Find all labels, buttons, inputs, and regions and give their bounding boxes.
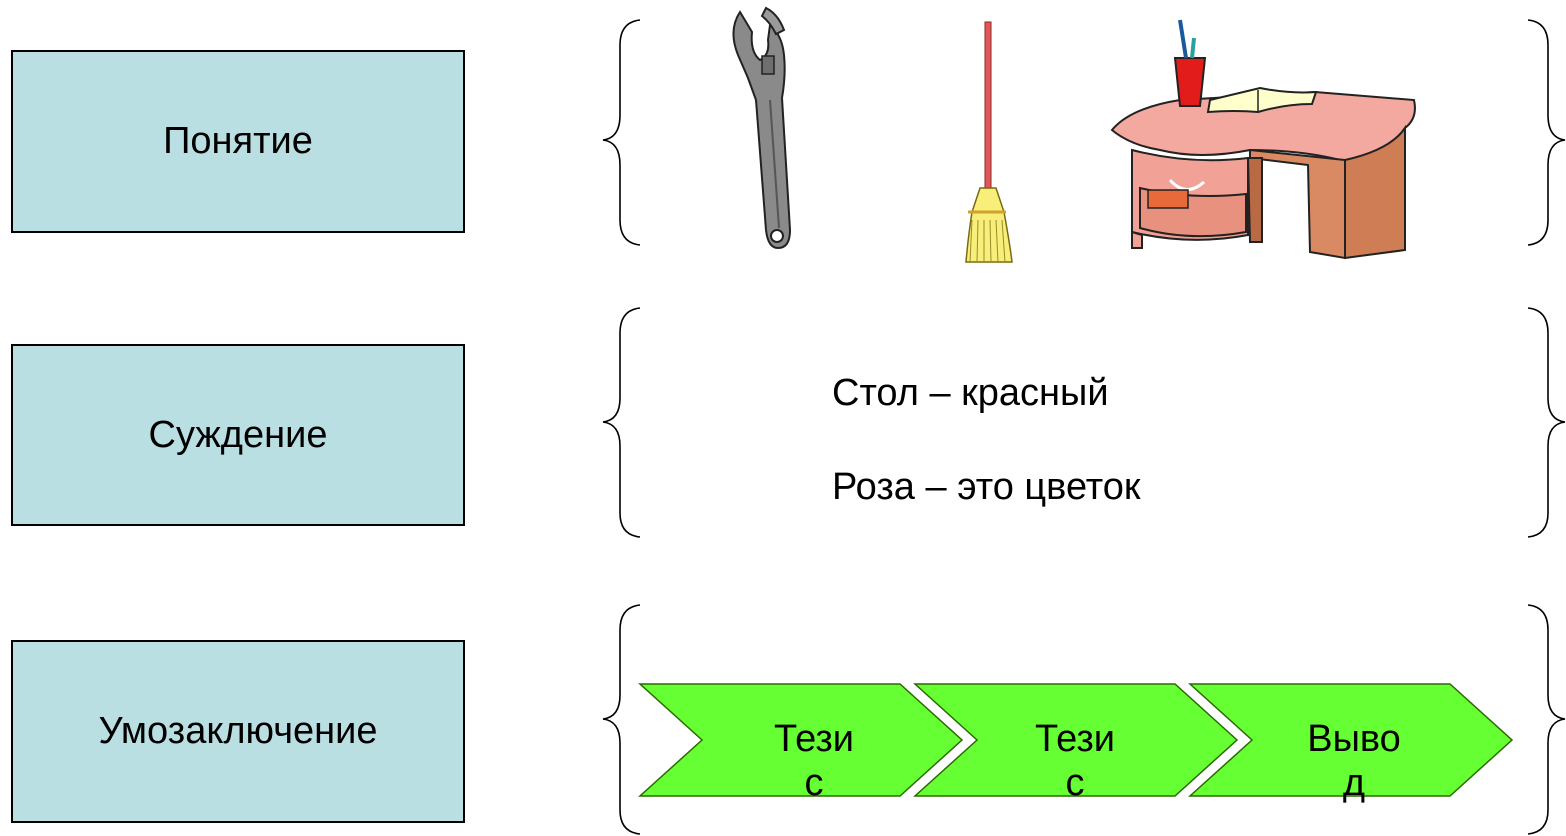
concept-label-judgement: Суждение <box>148 413 328 456</box>
right-brace-3 <box>1527 604 1566 835</box>
concept-box-notion: Понятие <box>11 50 465 233</box>
desk-icon <box>1110 19 1416 260</box>
concept-box-inference: Умозаключение <box>11 640 465 823</box>
chevron-label-conclusion: Выво д <box>1284 717 1424 805</box>
wrench-icon <box>732 6 792 250</box>
chevron-thesis-1 <box>638 683 964 797</box>
chevron-thesis-2 <box>913 683 1239 797</box>
chevron-label-thesis-2-bottom: с <box>1065 762 1085 804</box>
chevron-label-thesis-1-bottom: с <box>804 762 824 804</box>
chevron-label-thesis-2: Тези с <box>1005 717 1145 805</box>
chevron-conclusion <box>1188 683 1514 797</box>
statement-table-red: Стол – красный <box>832 372 1109 414</box>
left-brace-3 <box>602 604 641 835</box>
concept-box-judgement: Суждение <box>11 344 465 526</box>
right-brace-2 <box>1527 307 1566 538</box>
chevron-label-thesis-1: Тези с <box>744 717 884 805</box>
concept-label-inference: Умозаключение <box>98 710 378 752</box>
concept-label-notion: Понятие <box>163 120 313 162</box>
chevron-label-thesis-1-top: Тези <box>773 718 855 760</box>
chevron-label-conclusion-top: Выво <box>1307 718 1401 760</box>
right-brace-1 <box>1527 19 1566 246</box>
chevron-label-conclusion-bottom: д <box>1342 762 1366 804</box>
broom-icon <box>965 21 1013 263</box>
statement-rose-flower: Роза – это цветок <box>832 466 1141 508</box>
chevron-label-thesis-2-top: Тези <box>1034 718 1116 760</box>
left-brace-2 <box>602 307 641 538</box>
left-brace-1 <box>602 19 641 246</box>
